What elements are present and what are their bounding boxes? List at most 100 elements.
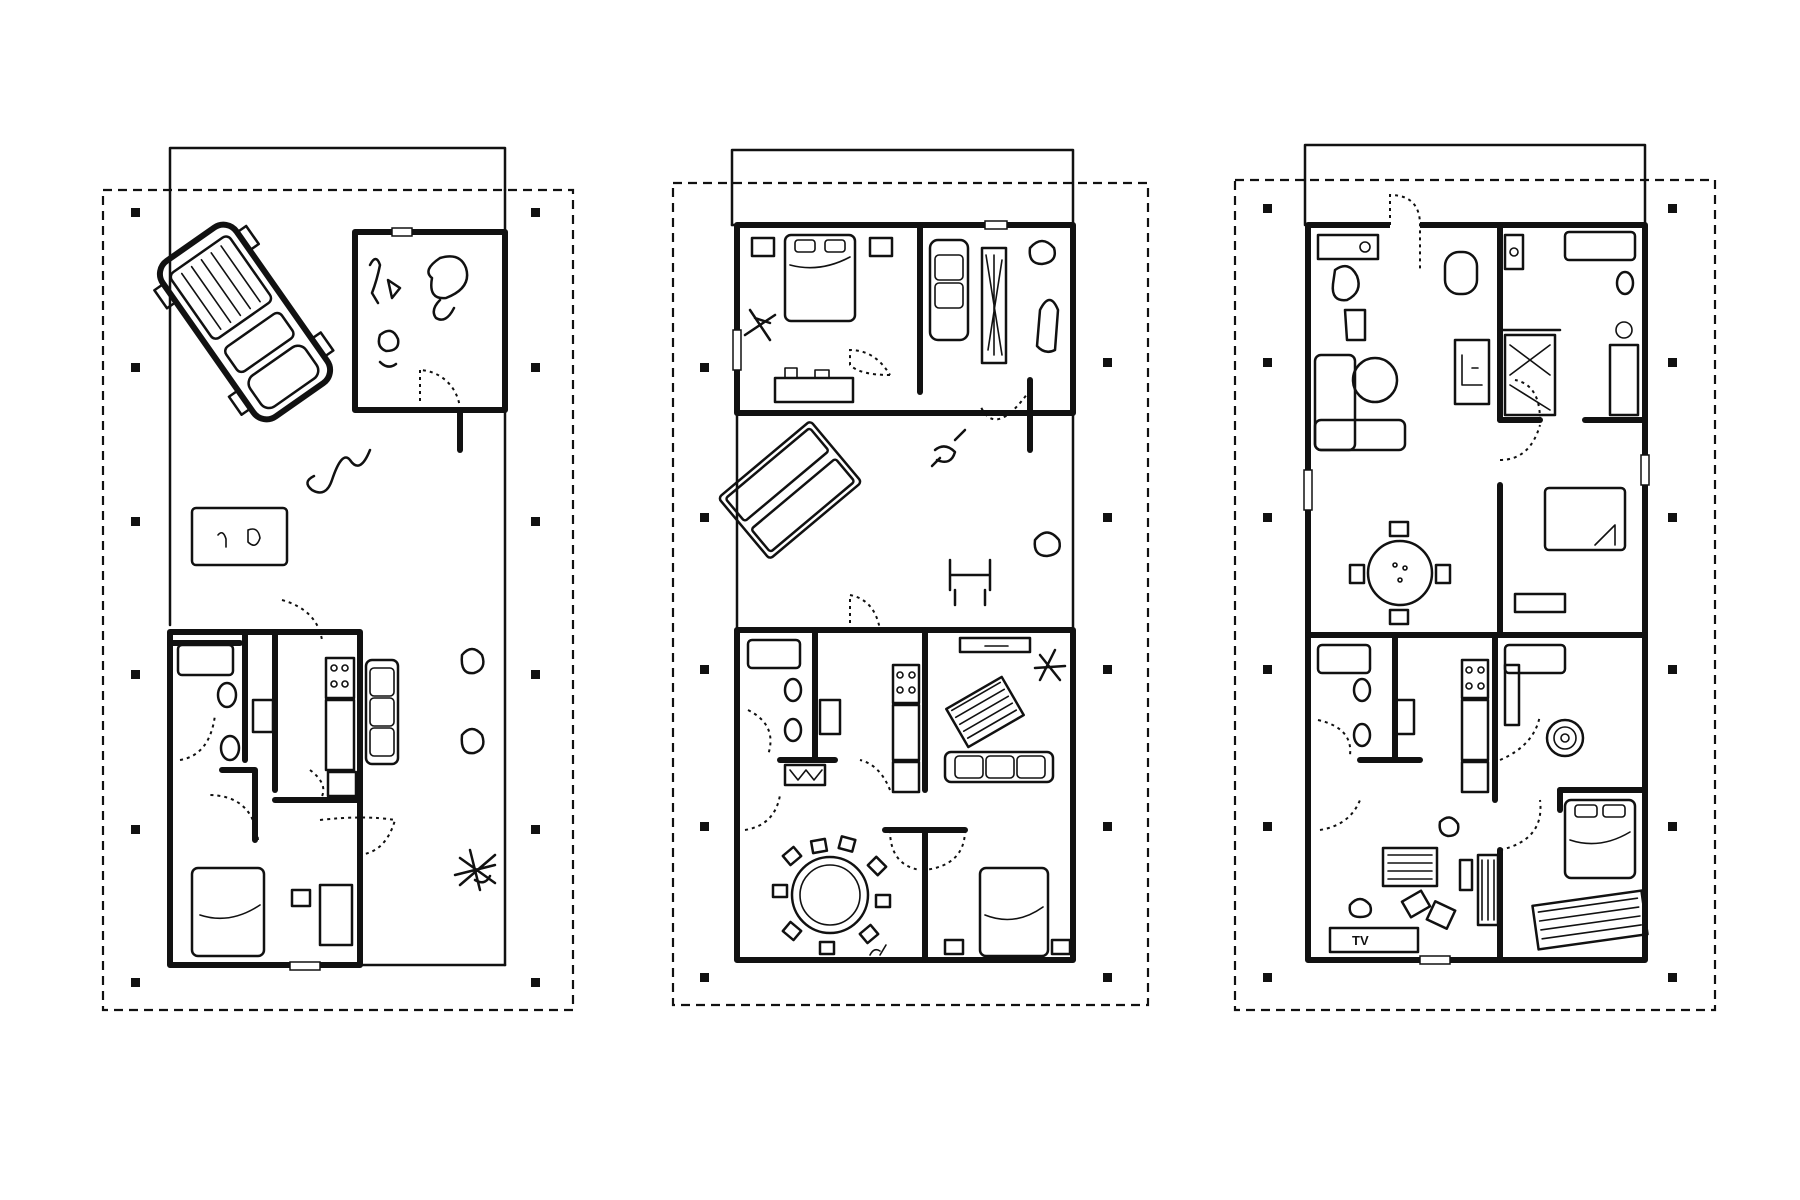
plan-1-counter (324, 698, 356, 772)
pillow (1602, 804, 1626, 818)
plan-3-sink-2 (1394, 698, 1416, 736)
bed-fold (789, 256, 851, 269)
plan-1-posts (131, 208, 540, 987)
plan-3-stove (1460, 658, 1490, 700)
plan-2-nightstand (868, 236, 894, 258)
plan-2-toilet (783, 717, 803, 743)
door-swing (1499, 714, 1541, 761)
plan-1-sink (251, 698, 275, 734)
bed-fold (199, 904, 261, 920)
car-line (200, 258, 242, 317)
dining-chair (818, 940, 836, 956)
plan-2-outdoor-chair (1033, 531, 1061, 558)
plan-3-desk (1608, 343, 1640, 417)
post (1263, 513, 1272, 522)
sofa-cushion (369, 697, 395, 727)
plan-1-table (190, 506, 289, 567)
plan-2-canopy (730, 148, 1075, 227)
plan-2-tv-cabinet (958, 636, 1032, 654)
plan-3-coffee-table (1351, 356, 1399, 404)
wall (219, 767, 258, 843)
plan-3-enclosure (1305, 222, 1648, 963)
door-swing (1389, 193, 1421, 270)
plan-1-plant-sketch (377, 329, 400, 368)
car-line (220, 245, 261, 303)
plan-1-toilet (216, 681, 238, 709)
plan-3-chair-2 (1425, 900, 1457, 930)
post (1103, 973, 1112, 982)
sofa-cushion (934, 282, 964, 309)
door-swing (309, 769, 325, 801)
dining-chair (771, 883, 789, 899)
dining-chair (1348, 563, 1366, 585)
dining-chair (809, 837, 829, 855)
plan-3-rug-bedroom (1531, 889, 1649, 951)
sofa-cushion (985, 755, 1015, 779)
plan-3-counter-2 (1460, 698, 1490, 762)
plan-3-toilet (1352, 722, 1372, 748)
pillow (824, 239, 846, 253)
car-line (180, 272, 222, 331)
plan-2-bed (783, 233, 857, 323)
plan-3-round-mirror (1443, 250, 1479, 296)
plan-1-plant (453, 848, 497, 892)
window (984, 220, 1008, 230)
plan-3-chair (1348, 897, 1373, 919)
plan-1-outdoor-chair (460, 727, 485, 755)
door-swing (849, 593, 881, 631)
post (1668, 973, 1677, 982)
dining-chair (858, 923, 880, 945)
car-line (210, 252, 252, 310)
car-line (190, 265, 232, 324)
burner (1477, 666, 1485, 674)
table-item (1402, 565, 1408, 571)
plan-2-chair (1028, 239, 1056, 266)
post (1263, 665, 1272, 674)
post (131, 978, 140, 987)
plan-2-nightstand (943, 938, 965, 956)
bed-fold (1569, 831, 1631, 845)
plan-2-plant-living (1033, 648, 1067, 682)
plan-2-plant (743, 308, 777, 342)
plan-2-nightstand (750, 236, 776, 258)
door-swing (419, 369, 461, 411)
plan-2-top-rooms (734, 222, 1076, 416)
post (1263, 973, 1272, 982)
table-item (1392, 562, 1398, 568)
door-swing (747, 709, 772, 756)
plan-3-tv-console: TV (1328, 926, 1420, 954)
rug (945, 675, 1025, 749)
plan-3-side-counter (1503, 663, 1521, 727)
car-wheel (311, 331, 335, 358)
plan-1-bathtub (176, 643, 235, 677)
door-swing (859, 759, 891, 791)
plan-3-round-rug (1545, 718, 1585, 758)
plan-2-bed-2 (978, 866, 1050, 958)
plan-3-sofa-ext (1313, 418, 1407, 452)
plan-1-lamp-chair (368, 257, 402, 305)
door-swing (319, 816, 397, 856)
door-swing (744, 794, 781, 831)
plan-2-dining-table (790, 855, 870, 935)
plan-3-bed (1543, 486, 1627, 552)
post (1263, 204, 1272, 213)
dining-chair (1388, 608, 1410, 626)
plan-1-toilet (219, 734, 241, 762)
plan-3-toilet (1615, 270, 1635, 296)
plan-3-canopy (1303, 143, 1647, 227)
car-cab (223, 311, 295, 374)
plan-2-bottom-block (734, 627, 1076, 963)
rug-hatch (985, 254, 1003, 356)
plan-3-sofa (1313, 353, 1357, 452)
plan-3-dresser (1513, 592, 1567, 614)
rug-ring (1560, 733, 1570, 743)
plan-3: TV (1233, 143, 1717, 1012)
plan-2-daybed (718, 421, 862, 559)
plan-3-toilet (1352, 677, 1372, 703)
post (700, 665, 709, 674)
post (131, 670, 140, 679)
sofa-cushion (954, 755, 984, 779)
tv-console (1328, 926, 1420, 954)
plan-2-bench (948, 558, 992, 607)
plan-3-rug-living (1381, 846, 1439, 888)
